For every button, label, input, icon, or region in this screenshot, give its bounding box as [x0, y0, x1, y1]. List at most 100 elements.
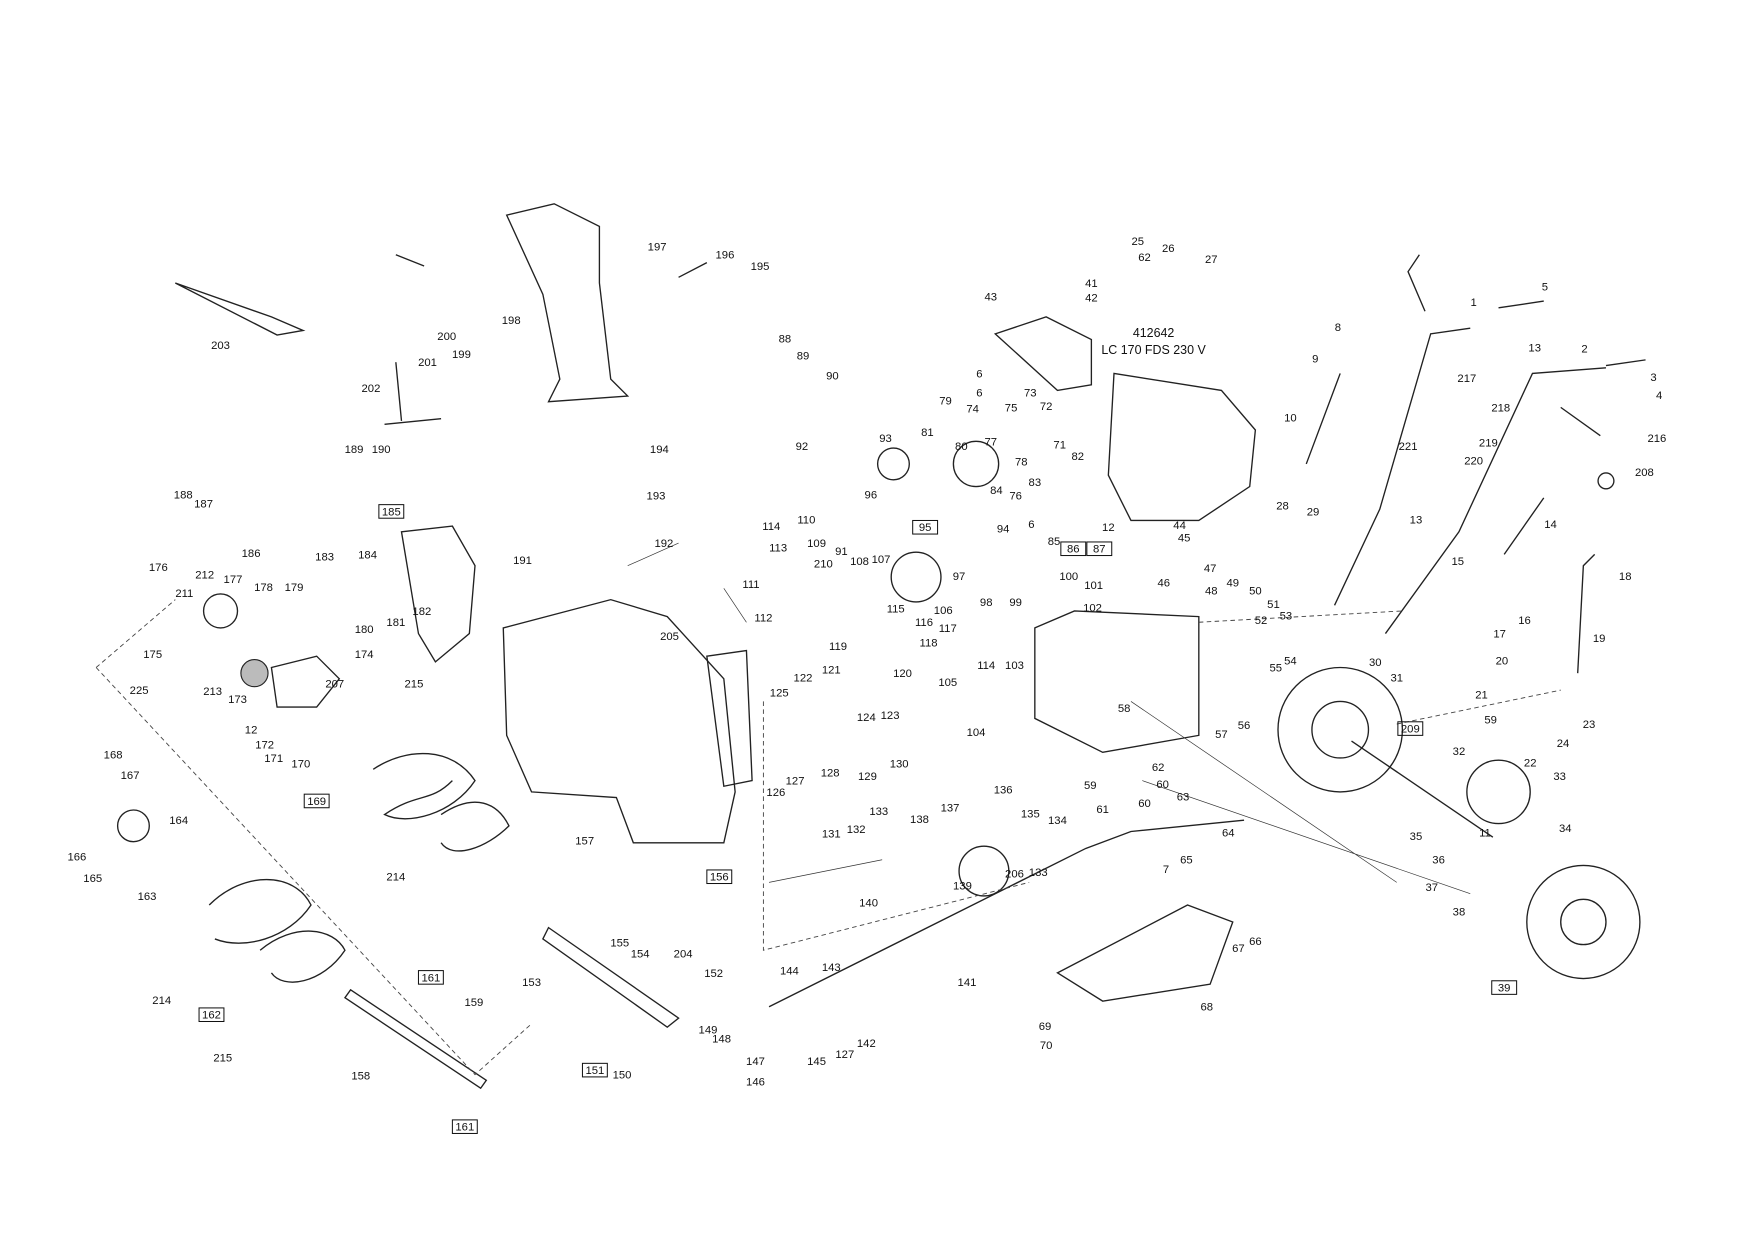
- part-number: 35: [1410, 831, 1423, 843]
- part-number: 70: [1040, 1040, 1053, 1052]
- part-number-label: 109: [807, 538, 826, 550]
- part-number: 77: [984, 436, 997, 448]
- part-number: 94: [997, 523, 1010, 535]
- part-number-label: 121: [822, 665, 841, 677]
- part-number: 215: [213, 1053, 232, 1065]
- part-number: 117: [939, 623, 957, 635]
- part-number-label: 190: [372, 444, 391, 456]
- part-number: 102: [1083, 603, 1102, 615]
- part-number: 52: [1255, 615, 1268, 627]
- part-number-label: 149: [699, 1024, 718, 1036]
- part-number: 99: [1009, 597, 1022, 609]
- part-number-label: 221: [1399, 441, 1418, 453]
- part-number-label: 215: [405, 678, 424, 690]
- part-number: 17: [1493, 629, 1506, 641]
- part-number-label: 186: [242, 548, 261, 560]
- part-number: 113: [769, 543, 787, 555]
- grip-drawing: [1498, 300, 1646, 367]
- part-number: 175: [143, 649, 162, 661]
- part-number-label: 216: [1647, 433, 1666, 445]
- part-number-label: 194: [650, 444, 669, 456]
- part-number-label: 139: [953, 881, 972, 893]
- part-number-label: 17: [1493, 629, 1506, 641]
- part-number-label: 45: [1178, 532, 1191, 544]
- part-number: 146: [746, 1076, 765, 1088]
- part-number: 38: [1453, 907, 1466, 919]
- reference-box-label: 169: [303, 793, 330, 809]
- shave-plate-drawing: [343, 988, 488, 1090]
- part-number: 173: [228, 694, 247, 706]
- part-number-label: 131: [822, 829, 841, 841]
- part-number-label: 215: [213, 1053, 232, 1065]
- part-number: 60: [1138, 798, 1151, 810]
- part-number-label: 75: [1005, 402, 1018, 414]
- part-number-label: 60: [1156, 779, 1169, 791]
- pulley-drawing: [890, 551, 942, 603]
- assembly-line: [95, 599, 1561, 1076]
- part-number-label: 90: [826, 371, 839, 383]
- part-number: 169: [307, 796, 326, 808]
- part-number: 9: [1312, 354, 1318, 366]
- part-number: 57: [1215, 729, 1228, 741]
- part-number-label: 82: [1072, 451, 1085, 463]
- part-drawings: [95, 203, 1646, 1090]
- part-number-label: 144: [780, 966, 799, 978]
- part-number-label: 195: [751, 261, 770, 273]
- part-number: 201: [418, 357, 437, 369]
- part-number-label: 7: [1163, 864, 1169, 876]
- part-number-label: 178: [254, 582, 273, 594]
- reference-box-label: 39: [1491, 980, 1518, 995]
- part-number-label: 59: [1084, 780, 1097, 792]
- part-number: 125: [770, 687, 789, 699]
- part-number-label: 96: [865, 489, 878, 501]
- part-number-label: 13: [1410, 514, 1423, 526]
- part-number-label: 23: [1583, 719, 1596, 731]
- part-number-label: 94: [997, 523, 1010, 535]
- part-number: 133: [869, 806, 888, 818]
- reference-box-label: 95: [912, 519, 939, 535]
- part-number: 202: [362, 383, 381, 395]
- part-number-label: 18: [1619, 571, 1632, 583]
- part-number-label: 207: [325, 678, 344, 690]
- part-number: 205: [660, 631, 679, 643]
- shift-rod-drawing: [1305, 373, 1596, 674]
- part-number-label: 61: [1096, 804, 1109, 816]
- part-number-label: 104: [967, 727, 986, 739]
- part-number-label: 89: [797, 350, 810, 362]
- part-number: 131: [822, 829, 841, 841]
- part-number: 25: [1131, 236, 1144, 248]
- part-number: 164: [169, 815, 188, 827]
- part-number-label: 57: [1215, 729, 1228, 741]
- part-number-label: 163: [138, 891, 157, 903]
- part-number: 6: [976, 368, 982, 380]
- part-number: 139: [953, 881, 972, 893]
- part-number: 114: [762, 521, 780, 533]
- part-number-label: 26: [1162, 243, 1175, 255]
- part-number-label: 47: [1204, 563, 1217, 575]
- part-number: 118: [920, 638, 938, 650]
- part-number-label: 9: [1312, 354, 1318, 366]
- part-number: 179: [285, 582, 304, 594]
- part-number: 79: [939, 396, 952, 408]
- part-number: 132: [847, 824, 866, 836]
- part-number-label: 119: [829, 641, 847, 653]
- part-number-label: 225: [130, 685, 149, 697]
- part-number-label: 29: [1307, 506, 1320, 518]
- part-number-label: 52: [1255, 615, 1268, 627]
- part-number: 109: [807, 538, 826, 550]
- part-number-label: 159: [464, 997, 483, 1009]
- part-number-label: 72: [1040, 401, 1053, 413]
- reference-box: [706, 869, 733, 885]
- part-number: 161: [421, 972, 440, 984]
- part-number: 74: [966, 403, 979, 415]
- part-number-label: 21: [1475, 690, 1488, 702]
- auger-spiral-lower-drawing: [208, 878, 346, 983]
- wheel-right-drawing: [1526, 864, 1641, 980]
- part-number-label: 202: [362, 383, 381, 395]
- part-number: 88: [779, 333, 792, 345]
- part-number: 115: [887, 604, 905, 616]
- part-number: 60: [1156, 779, 1169, 791]
- part-number-label: 116: [915, 617, 933, 629]
- part-number: 196: [716, 250, 735, 262]
- part-number-label: 48: [1205, 586, 1218, 598]
